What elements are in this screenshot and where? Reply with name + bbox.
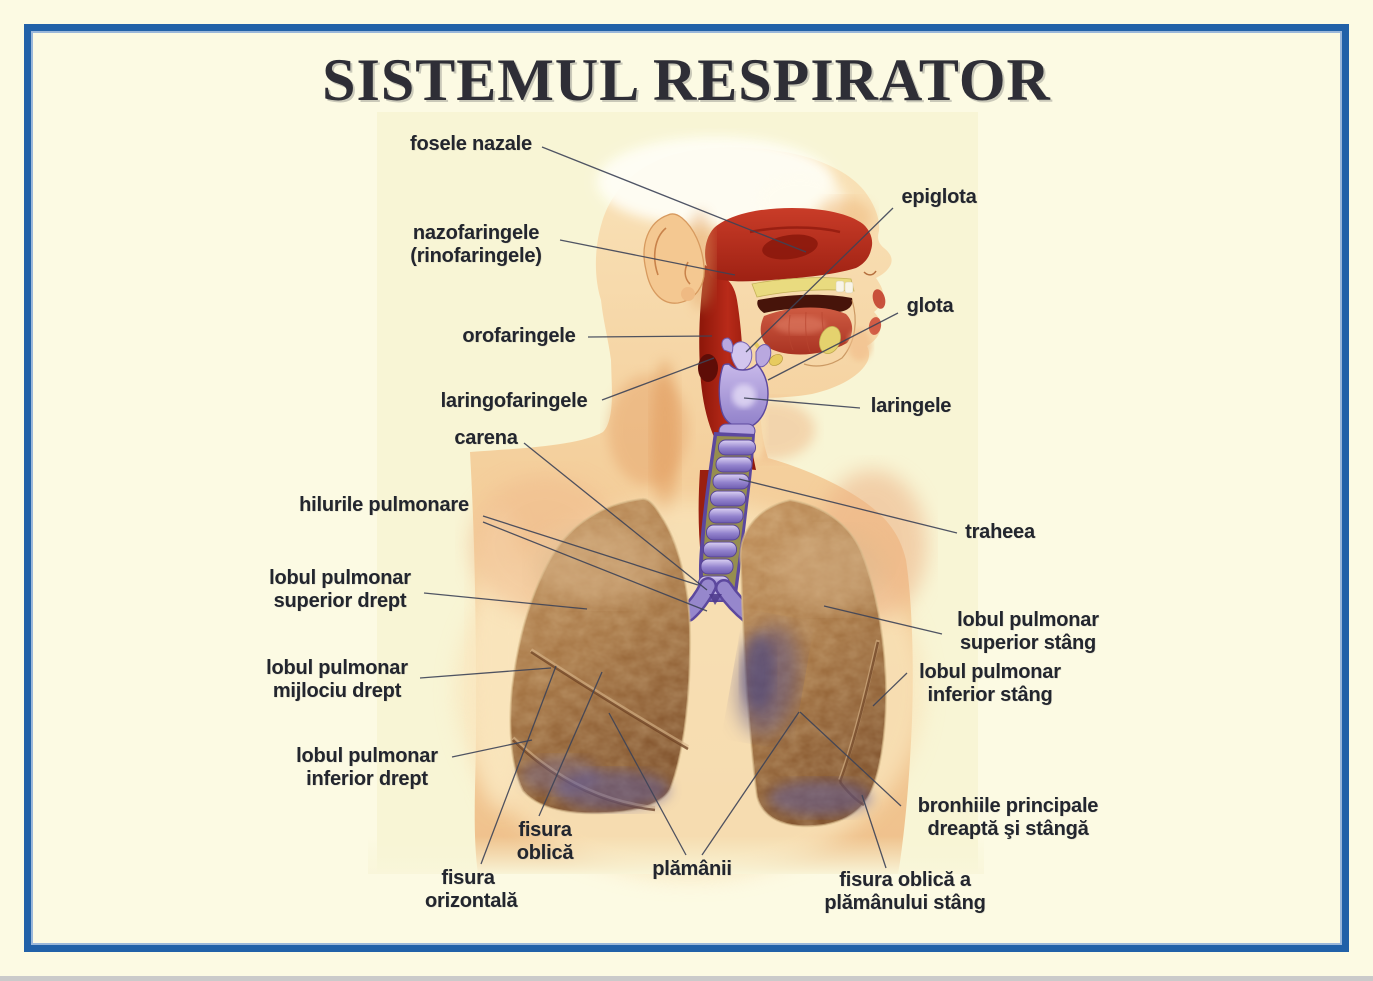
leader-line-lobul-pulmonar-inferior-stang [872,672,908,707]
leader-line-hilurile-pulmonare [482,515,699,586]
laryngopharynx-opening [698,354,718,382]
leader-line-lobul-pulmonar-mijlociu-drept [419,667,552,679]
scan-edge-artifact [0,976,1373,981]
upper-lip [872,289,886,309]
label-fisura-oblica-plamanului-stang: fisura oblică a plămânului stâng [824,869,986,914]
poster-border-frame [24,24,1349,952]
label-lobul-pulmonar-mijlociu-drept: lobul pulmonar mijlociu drept [266,657,408,702]
page-title: SISTEMUL RESPIRATOR [322,47,1051,113]
leader-line-fisura-oblica [538,671,603,817]
label-laringofaringele: laringofaringele [440,390,588,412]
oral-cavity-gap [757,294,853,313]
leader-line-fisura-orizontala [480,665,557,865]
poster-border-inner-line [31,31,1342,945]
hyoid-bone [769,354,783,366]
ear-lobe [681,287,695,301]
leader-line-plamanii [608,712,687,856]
label-laringele: laringele [870,395,952,417]
leader-line-laringele [743,397,861,409]
ear [643,210,714,310]
leader-line-orofaringele [587,335,713,338]
leader-line-lobul-pulmonar-inferior-drept [451,739,533,758]
leader-line-hilurile-pulmonare [482,521,708,612]
label-lobul-pulmonar-inferior-drept: lobul pulmonar inferior drept [296,745,438,790]
nostril [863,270,877,276]
label-hilurile-pulmonare: hilurile pulmonare [299,494,469,516]
leader-line-epiglota [745,207,894,353]
label-fisura-orizontala: fisura orizontală [425,867,518,912]
label-lobul-pulmonar-superior-stang: lobul pulmonar superior stâng [957,609,1099,654]
label-traheea: traheea [965,521,1035,543]
leader-line-plamanii [701,711,800,856]
upper-teeth [835,280,845,293]
leader-lines [419,146,958,869]
label-glota: glota [906,295,954,317]
label-orofaringele: orofaringele [462,325,576,347]
horizontal-fissure [529,648,690,749]
label-epiglota: epiglota [901,186,977,208]
leader-line-fisura-oblica-plamanului-stang [861,794,887,869]
leader-line-laringofaringele [601,357,715,401]
leader-line-traheea [738,478,958,534]
label-plamanii: plămânii [652,858,732,880]
label-nazofaringele: nazofaringele (rinofaringele) [410,222,542,267]
label-fisura-oblica: fisura oblică [516,819,574,864]
leader-line-carena [523,442,708,591]
leader-line-lobul-pulmonar-superior-drept [423,592,588,610]
palate-teeth-row [751,277,855,298]
label-lobul-pulmonar-superior-drept: lobul pulmonar superior drept [269,567,411,612]
label-carena: carena [454,427,518,449]
lower-lip [868,317,882,335]
leader-line-nazofaringele [559,239,736,276]
leader-line-lobul-pulmonar-superior-stang [823,605,943,635]
leader-line-bronhiile-principale [799,711,902,807]
carina [709,594,722,605]
label-fosele-nazale: fosele nazale [410,133,532,155]
leader-line-glota [767,312,899,381]
right-lung [509,497,692,815]
label-lobul-pulmonar-inferior-stang: lobul pulmonar inferior stâng [919,661,1061,706]
leader-line-fosele-nazale [541,146,807,253]
label-bronhiile-principale: bronhiile principale dreaptă şi stângă [917,795,1099,840]
